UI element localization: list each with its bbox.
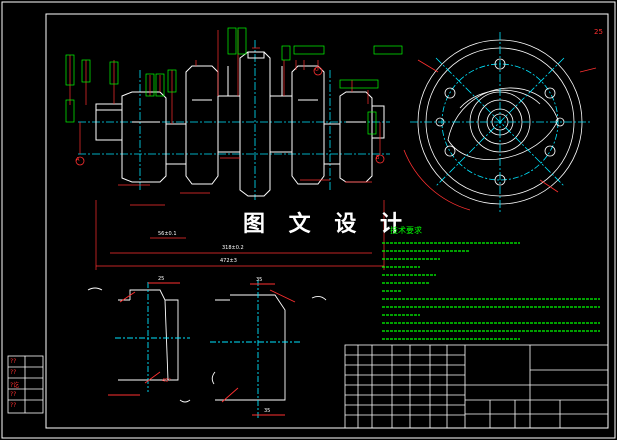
revision-label-4: ?? <box>10 391 17 398</box>
detail-view-a <box>87 282 191 403</box>
surface-finish-mark: 25 <box>594 28 603 36</box>
revision-label-2: ?? <box>10 369 17 376</box>
revision-column-grid <box>7 355 44 414</box>
title-block <box>344 344 609 429</box>
main-view-dimensions <box>69 30 385 270</box>
tech-notes-lines <box>382 242 600 340</box>
watermark-text: 图 文 设 计 <box>243 212 410 237</box>
tech-requirements-title: 技术要求 <box>390 226 422 235</box>
revision-label-5: ?? <box>10 402 17 409</box>
datum-b-label: B <box>376 155 380 161</box>
end-view <box>403 32 597 212</box>
detail-b-bottom-dim: 35 <box>264 408 271 414</box>
section-length-dim: 56±0.1 <box>158 231 177 237</box>
revision-label-3: ?讫 <box>10 382 20 389</box>
datum-a-label: A <box>76 157 80 163</box>
sub-length-dim: 318±0.2 <box>222 245 244 251</box>
datum-markers <box>75 66 385 166</box>
tolerance-frames <box>65 27 403 135</box>
crankshaft-outline <box>95 51 385 197</box>
detail-b-top-dim: 35 <box>256 277 263 283</box>
detail-a-top-dim: 25 <box>158 276 165 282</box>
overall-length-dim: 472±3 <box>220 258 237 264</box>
crankshaft-centerline <box>78 40 390 200</box>
detail-a-angle: 45° <box>162 378 171 384</box>
revision-label-1: ?? <box>10 358 17 365</box>
detail-view-b <box>210 280 327 420</box>
datum-c-label: C <box>315 67 319 73</box>
